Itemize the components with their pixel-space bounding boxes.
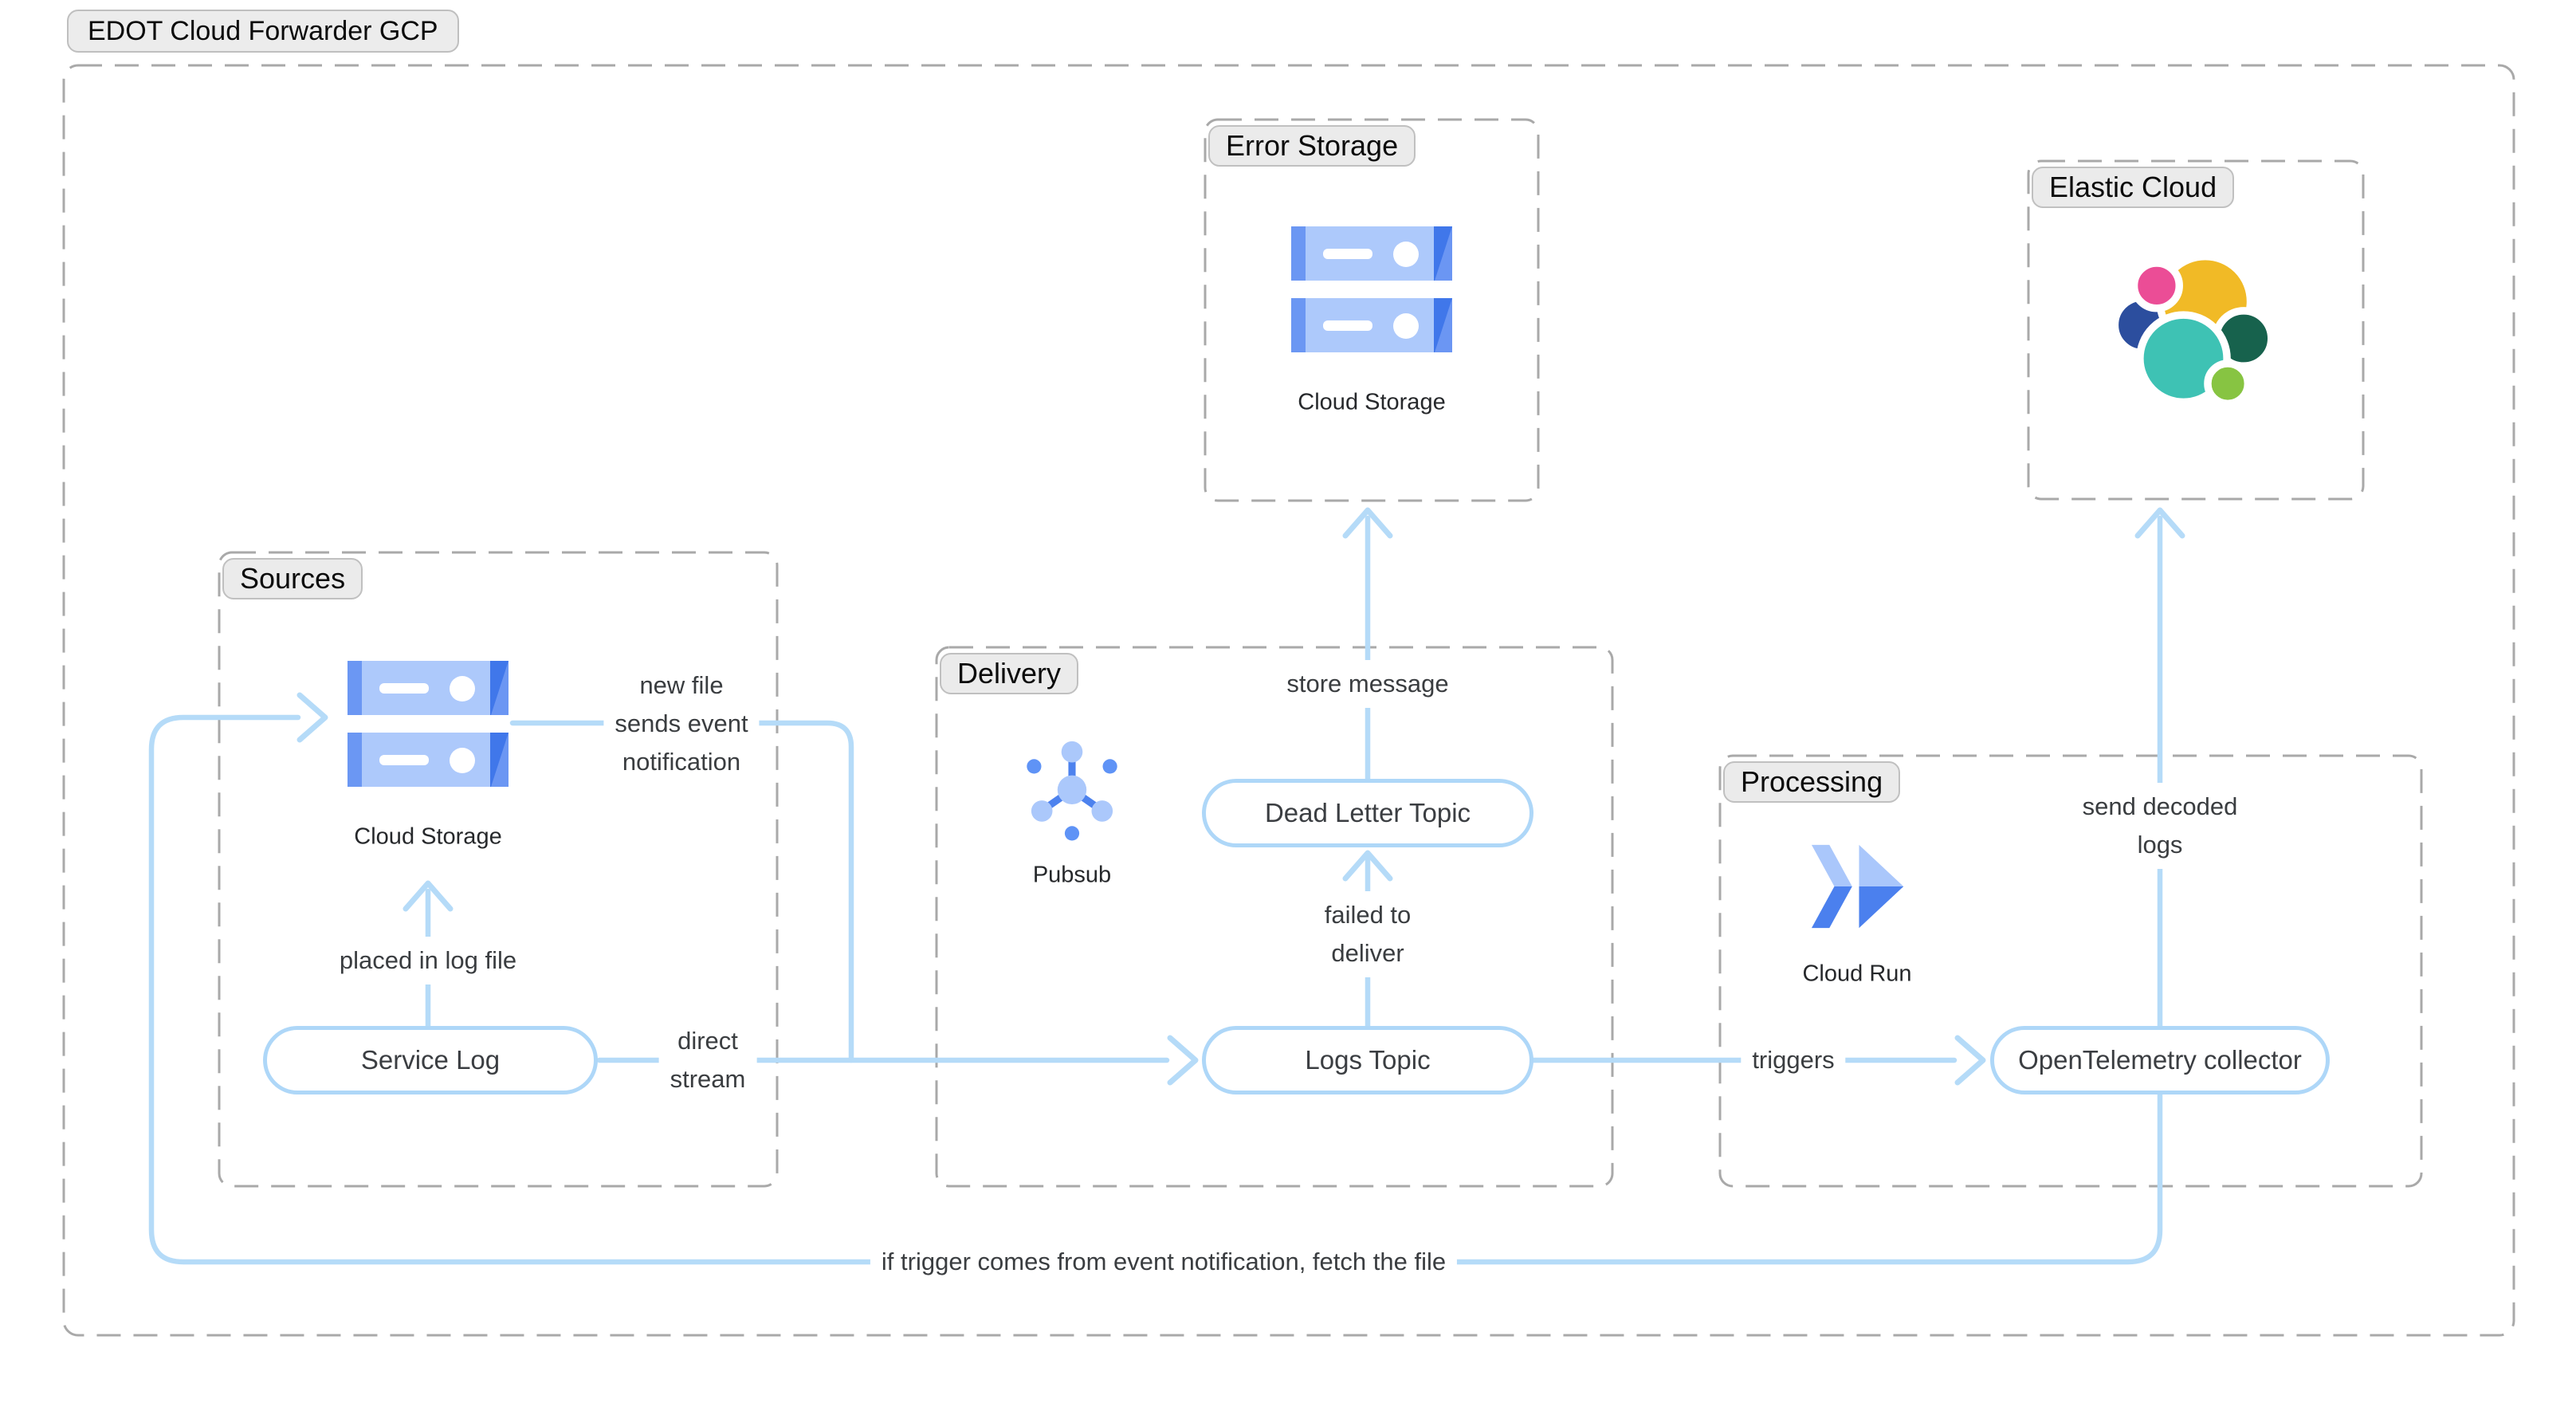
cloud-run-icon <box>1811 844 1904 929</box>
outer-group-border <box>62 64 2515 1337</box>
edge-fetch-file-line <box>148 714 2163 1265</box>
diagram-title-label: EDOT Cloud Forwarder GCP <box>88 15 438 46</box>
arrowhead-up-failed-icon <box>1342 850 1393 882</box>
group-label-text: Delivery <box>957 657 1062 690</box>
edge-label-new-file-event: new file sends event notification <box>603 662 760 786</box>
arrowhead-right-triggers-icon <box>1954 1035 1986 1086</box>
arrowhead-up-store-icon <box>1342 507 1393 539</box>
arrowhead-right-fetch-icon <box>296 692 328 743</box>
edge-label-triggers: triggers <box>1741 1036 1846 1084</box>
edge-new-file-event-line <box>509 720 854 1063</box>
node-label: OpenTelemetry collector <box>2018 1045 2302 1075</box>
edge-label-send-decoded-logs: send decoded logs <box>2071 783 2249 869</box>
group-label-sources: Sources <box>222 558 363 599</box>
group-label-processing: Processing <box>1723 761 1901 803</box>
edge-label-fetch-file: if trigger comes from event notification… <box>870 1238 1458 1286</box>
caption-sources-cloud-storage: Cloud Storage <box>354 823 502 850</box>
edge-label-line: notification <box>622 748 741 776</box>
cloud-storage-icon <box>348 661 509 787</box>
node-label: Logs Topic <box>1305 1045 1431 1075</box>
delivery-group-border <box>935 646 1614 1188</box>
edge-label-failed-to-deliver: failed to deliver <box>1313 891 1423 977</box>
edge-label-line: stream <box>670 1065 746 1093</box>
edge-label-line: new file <box>639 671 724 699</box>
caption-pubsub: Pubsub <box>1032 862 1112 888</box>
node-service-log: Service Log <box>263 1026 598 1094</box>
caption-error-cloud-storage: Cloud Storage <box>1298 389 1446 415</box>
processing-group-border <box>1718 754 2423 1188</box>
caption-cloud-run: Cloud Run <box>1802 961 1912 987</box>
node-label: Dead Letter Topic <box>1264 798 1471 827</box>
group-label-delivery: Delivery <box>940 653 1079 694</box>
group-label-elastic-cloud: Elastic Cloud <box>2032 167 2235 208</box>
node-dead-letter-topic: Dead Letter Topic <box>1202 779 1533 847</box>
arrowhead-up-placed-icon <box>402 880 454 912</box>
group-label-text: Elastic Cloud <box>2049 171 2217 203</box>
edge-label-line: logs <box>2137 831 2183 859</box>
edge-label-line: send decoded <box>2082 792 2238 820</box>
edge-label-line: failed to <box>1324 901 1412 929</box>
edge-label-line: deliver <box>1331 939 1404 967</box>
group-label-text: Error Storage <box>1226 129 1399 162</box>
edge-label-line: sends event <box>615 709 748 737</box>
cloud-storage-icon <box>1291 226 1452 352</box>
edge-label-placed-in-log-file: placed in log file <box>328 937 528 984</box>
edge-label-store-message: store message <box>1275 660 1460 708</box>
error-storage-group-border <box>1204 118 1540 502</box>
arrowhead-right-direct-icon <box>1167 1035 1199 1086</box>
arrowhead-up-send-icon <box>2134 507 2185 539</box>
node-label: Service Log <box>360 1045 501 1075</box>
edge-label-direct-stream: direct stream <box>658 1017 757 1103</box>
elastic-logo-icon <box>2111 252 2276 408</box>
elastic-cloud-group-border <box>2027 159 2365 501</box>
group-label-error-storage: Error Storage <box>1208 125 1416 167</box>
node-logs-topic: Logs Topic <box>1202 1026 1533 1094</box>
node-otel-collector: OpenTelemetry collector <box>1990 1026 2330 1094</box>
group-label-text: Sources <box>240 562 346 595</box>
diagram-title: EDOT Cloud Forwarder GCP <box>67 10 459 53</box>
edge-label-line: direct <box>677 1027 738 1055</box>
pubsub-icon <box>1027 741 1117 841</box>
sources-group-border <box>218 551 779 1188</box>
group-label-text: Processing <box>1741 765 1883 798</box>
